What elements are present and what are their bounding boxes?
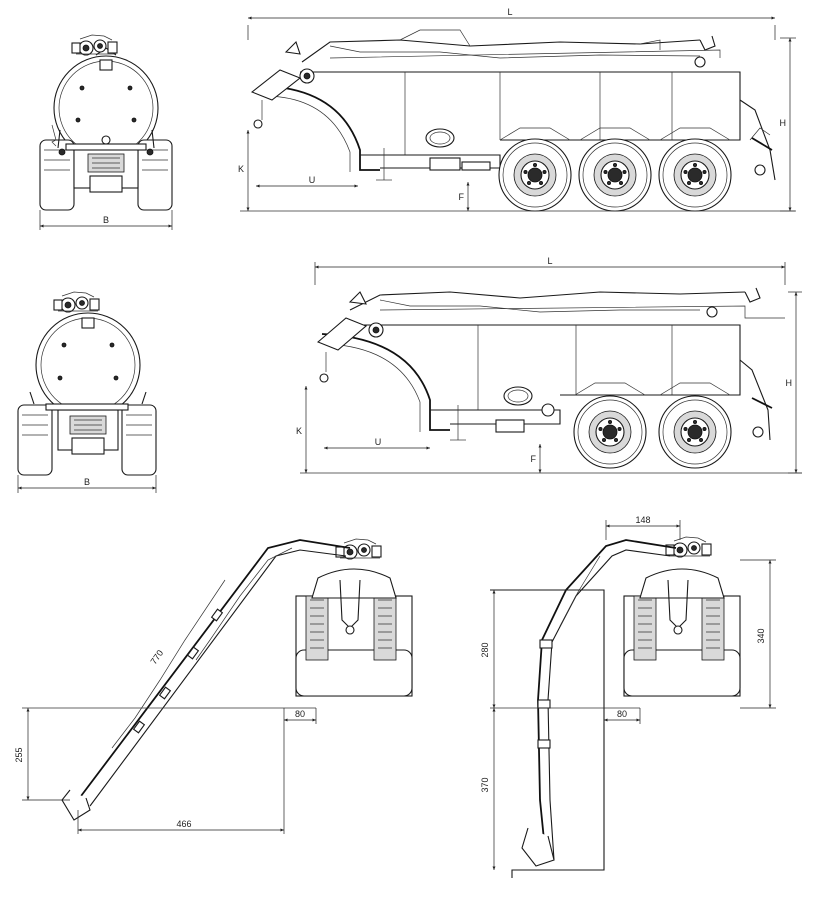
boom-vertical-upper-height: 280	[480, 642, 490, 657]
pump-assembly-icon	[53, 291, 100, 313]
side-mid-clearance-label: K	[296, 426, 302, 436]
wheel-icon	[658, 395, 732, 469]
rear-top-width-label: B	[103, 215, 109, 225]
boom-vertical-top-width: 148	[635, 515, 650, 525]
boom-vertical-offset: 80	[617, 709, 627, 719]
side-view-mid-body	[316, 287, 785, 441]
rear-view-mid-width-dimension: B	[17, 475, 157, 493]
side-view-top: L H K U F	[238, 7, 796, 212]
side-top-opening-label: U	[309, 175, 316, 185]
rear-view-top-width-dimension: B	[39, 210, 173, 230]
boom-nozzle-icon	[521, 827, 555, 867]
side-view-top-dimensions: L H K U F	[238, 7, 796, 212]
rear-view-mid-chassis	[17, 391, 157, 476]
boom-vertical-right-height: 340	[756, 628, 766, 643]
side-view-mid-axles	[560, 382, 740, 469]
side-top-length-label: L	[507, 7, 512, 17]
wheel-icon	[498, 138, 572, 212]
side-top-hitch-label: F	[459, 192, 465, 202]
boom-vertical-dimensions: 148 80 280 370 340	[480, 515, 776, 878]
side-mid-opening-label: U	[375, 437, 382, 447]
boom-vertical-arm	[521, 539, 677, 867]
rear-view-top: B	[39, 34, 173, 230]
boom-nozzle-icon	[61, 789, 91, 821]
boom-slope-machine	[295, 538, 413, 697]
boom-vertical-machine	[623, 536, 741, 697]
wheel-icon	[658, 138, 732, 212]
wheel-icon	[573, 395, 647, 469]
boom-slope-reach: 466	[176, 819, 191, 829]
boom-slope-arm	[61, 539, 351, 821]
side-mid-hitch-label: F	[531, 454, 537, 464]
side-view-top-body	[250, 29, 776, 181]
boom-slope-dimensions: 770 80 255 466	[14, 648, 317, 834]
rear-view-top-chassis	[39, 124, 173, 211]
side-top-clearance-label: K	[238, 164, 244, 174]
rear-mid-width-label: B	[84, 477, 90, 487]
rear-view-mid: B	[17, 291, 157, 493]
side-view-top-axles	[498, 127, 740, 212]
side-mid-length-label: L	[547, 256, 552, 266]
boom-slope-view: 770 80 255 466	[14, 538, 413, 834]
boom-vertical-lower-height: 370	[480, 777, 490, 792]
rear-view-top-tank	[53, 34, 159, 161]
boom-slope-height: 255	[14, 747, 24, 762]
wheel-icon	[578, 138, 652, 212]
boom-slope-offset: 80	[295, 709, 305, 719]
ditch-wall-outline	[490, 589, 605, 878]
side-top-height-label: H	[780, 118, 787, 128]
rear-view-mid-tank	[35, 291, 141, 418]
pump-assembly-icon	[71, 34, 118, 56]
side-mid-height-label: H	[786, 378, 793, 388]
side-view-mid: L H K U F	[296, 256, 802, 474]
boom-vertical-view: 148 80 280 370 340	[480, 515, 776, 878]
boom-slope-length: 770	[148, 648, 165, 666]
side-view-mid-dimensions: L H K U F	[296, 256, 802, 474]
